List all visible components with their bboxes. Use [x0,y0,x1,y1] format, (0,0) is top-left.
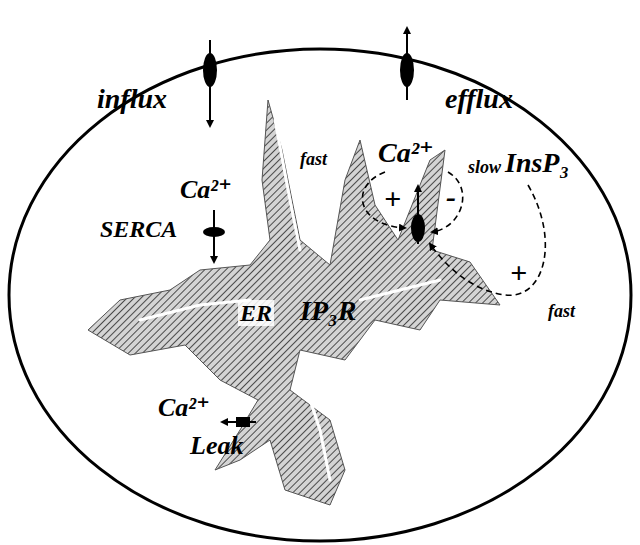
ip3r-channel [411,214,425,242]
diagram-label: + [510,256,527,289]
er-outline [80,95,510,515]
diagram-label: fast [300,150,327,170]
diagram-label: IP₃R [300,296,356,327]
diagram-label: slow [468,158,501,178]
diagram-label: Leak [190,432,243,461]
diagram-label: influx [97,84,167,115]
er-compartment: ER [80,95,510,515]
serca-pump [203,227,225,237]
fast-feedback-arrow [362,172,405,228]
diagram-label: SERCA [100,216,177,242]
diagram-label: Ca²⁺ [158,394,210,423]
slow-feedback-arrow [432,172,463,232]
compartment-label: ER [238,300,274,326]
diagram-label: efflux [445,84,513,115]
influx-channel [203,53,217,87]
diagram-label: Ca²⁺ [180,176,232,205]
diagram-label: fast [548,302,575,322]
diagram-label: + [384,182,401,215]
diagram-label: Ca²⁺ [378,138,434,169]
diagram-label: InsP₃ [505,148,569,179]
efflux-channel [400,53,414,87]
leak-channel [236,417,250,427]
cell-membrane [9,49,631,541]
diagram-label: - [446,180,456,213]
